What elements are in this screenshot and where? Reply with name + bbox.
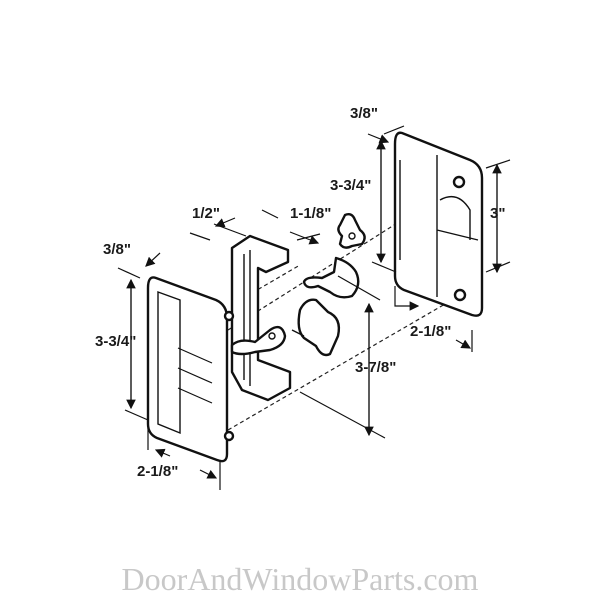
dim-left-height: 3-3/4" xyxy=(95,333,136,350)
screw-top xyxy=(452,175,466,189)
latch-lever xyxy=(297,298,341,357)
left-handle-plate xyxy=(146,276,235,463)
dim-bracket-depth: 1/2" xyxy=(192,205,220,222)
dim-left-depth: 3/8" xyxy=(103,241,131,258)
dim-left-width: 2-1/8" xyxy=(137,463,178,480)
latch-cam xyxy=(302,256,360,299)
right-strike-plate xyxy=(393,131,484,317)
dim-hole-spacing: 3" xyxy=(490,205,505,222)
latch-parts xyxy=(291,212,366,357)
dim-overall-spacing: 3-7/8" xyxy=(355,359,396,376)
latch-bracket xyxy=(230,234,292,402)
dim-right-height: 3-3/4" xyxy=(330,177,371,194)
latch-hook xyxy=(230,325,287,356)
dimension-lines xyxy=(117,125,511,490)
screw-bottom xyxy=(453,288,467,302)
alignment-lines xyxy=(227,195,453,431)
dim-right-width: 2-1/8" xyxy=(410,323,451,340)
dim-right-depth: 3/8" xyxy=(350,105,378,122)
watermark: DoorAndWindowParts.com xyxy=(122,561,479,597)
cam-piece xyxy=(337,212,366,249)
dim-bracket-width: 1-1/8" xyxy=(290,205,331,222)
